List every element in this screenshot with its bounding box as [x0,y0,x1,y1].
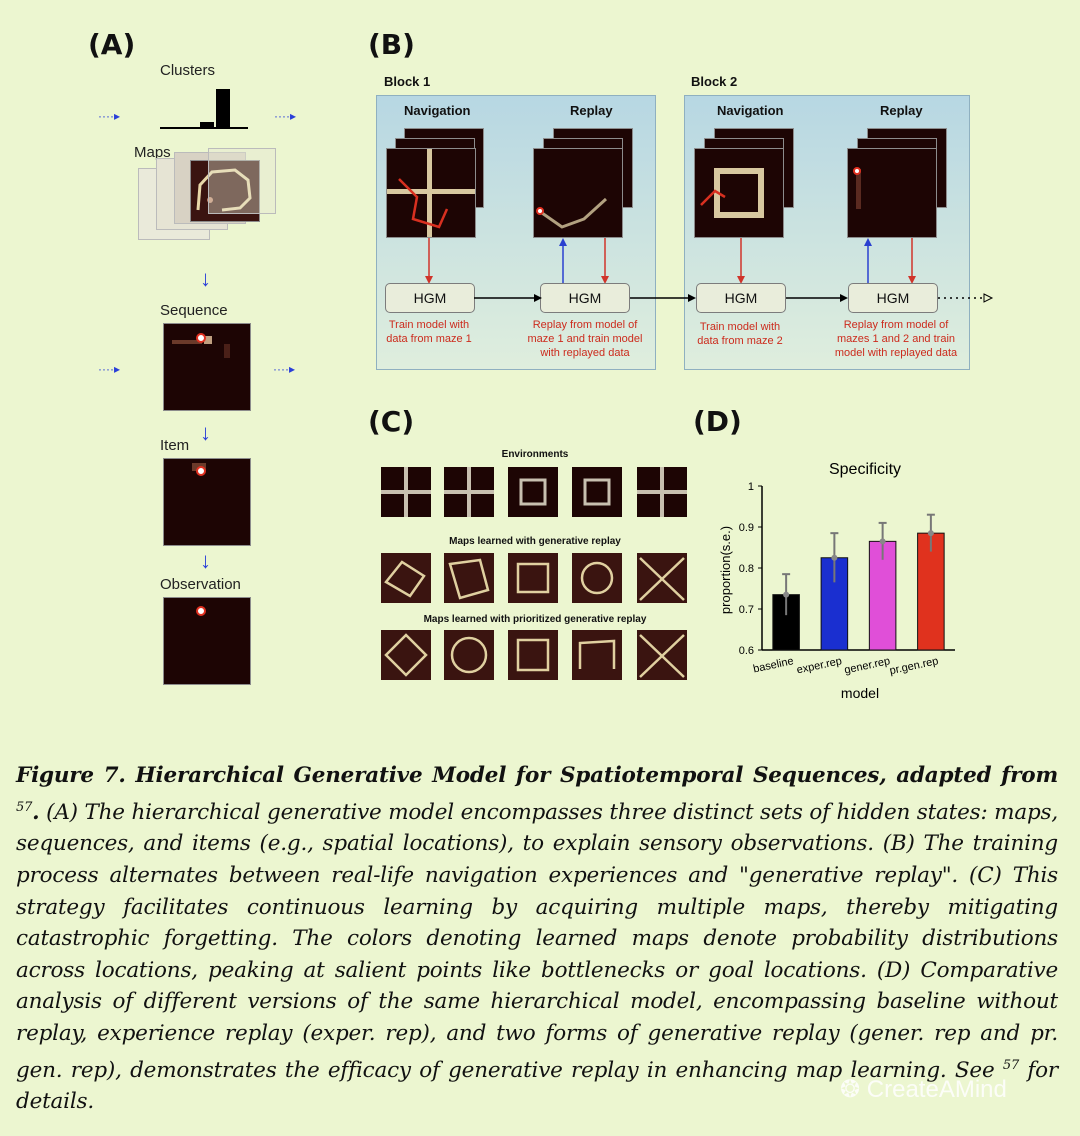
block1-title: Block 1 [384,74,431,89]
panel-c-label: (C) [368,405,415,438]
watermark-text: CreateAMind [866,1076,1007,1103]
clusters-label: Clusters [160,62,216,79]
block2-arrows [737,238,916,284]
panel-b-label: (B) [368,28,415,61]
block1-note-1: Train model with data from maze 1 [386,319,472,345]
observation-grid [163,597,251,685]
sequence-label: Sequence [160,302,228,319]
arrow-down-icon: ↓ [200,420,211,445]
sequence-right-arrow: ····▸ [273,362,296,376]
arrow-down-icon: ↓ [200,548,211,573]
caption-body: (A) The hierarchical generative model en… [16,799,1059,1083]
svg-text:····▸: ····▸ [98,109,120,123]
block1-nav-label: Navigation [404,103,471,118]
y-tick-label: 1 [748,481,754,493]
x-tick-label: baseline [752,655,795,675]
block2-replay-label: Replay [880,103,923,118]
maps-stack [138,148,278,243]
item-label: Item [160,437,190,454]
observation-label: Observation [160,576,241,593]
generative-replay-row [380,552,690,604]
block1-replay-label: Replay [570,103,613,118]
block2-nav-label: Navigation [717,103,784,118]
y-tick-label: 0.7 [739,604,754,616]
watermark-icon: ❂ [840,1076,867,1103]
clusters-histogram: ····▸ ····▸ [98,89,296,129]
x-tick-label: gener.rep [843,655,891,676]
generative-replay-title: Maps learned with generative replay [449,536,621,547]
caption-ref-2: 57 [1002,1057,1020,1073]
block1-arrows [425,238,609,284]
block1-hgm-2: HGM [540,283,630,313]
sequence-grid [163,323,251,411]
y-tick-label: 0.6 [739,645,754,657]
mean-marker [927,530,934,537]
block1-replay-stack [533,128,643,238]
sequence-left-arrow: ····▸ [98,362,121,376]
arrow-down-icon: ↓ [200,266,211,291]
maps-label: Maps [134,144,171,161]
x-tick-label: pr.gen.rep [889,655,940,677]
caption-ref: 57 [16,799,33,815]
chart-title: Specificity [829,461,901,478]
block2-hgm-1: HGM [696,283,786,313]
caption-tail: for details. [16,1057,1059,1115]
specificity-chart: Specificity proportion(s.e.) model 0.6 0.… [718,461,955,701]
mean-marker [879,538,886,545]
block2-note-1: Train model with data from maze 2 [697,321,783,347]
prioritized-replay-row [380,629,690,681]
caption-title: Figure 7. Hierarchical Generative Model … [16,763,1058,788]
item-grid [163,458,251,546]
block2-note-2: Replay from model of mazes 1 and 2 and t… [834,319,958,359]
y-tick-label: 0.8 [739,563,754,575]
panel-a-label: (A) [88,28,136,61]
block1-note-2: Replay from model of maze 1 and train mo… [527,319,643,359]
svg-text:····▸: ····▸ [274,109,296,123]
block2-title: Block 2 [691,74,738,89]
watermark: ❂ CreateAMind [840,1075,1007,1104]
x-tick-label: exper.rep [796,655,843,676]
prioritized-replay-title: Maps learned with prioritized generative… [423,614,647,625]
panel-d-label: (D) [693,405,742,438]
environments-row [380,466,690,518]
block1-nav-stack [386,128,496,238]
figure-caption: Figure 7. Hierarchical Generative Model … [16,763,1059,1115]
block2-hgm-2: HGM [848,283,938,313]
block2-replay-stack [847,128,957,238]
y-tick-label: 0.9 [739,522,754,534]
chart-ylabel: proportion(s.e.) [718,526,733,614]
environments-title: Environments [501,449,569,460]
chart-xlabel: model [841,685,879,701]
block2-nav-stack [694,128,804,238]
mean-marker [831,554,838,561]
mean-marker [783,591,790,598]
block1-hgm-1: HGM [385,283,475,313]
flow-arrows [474,293,994,303]
